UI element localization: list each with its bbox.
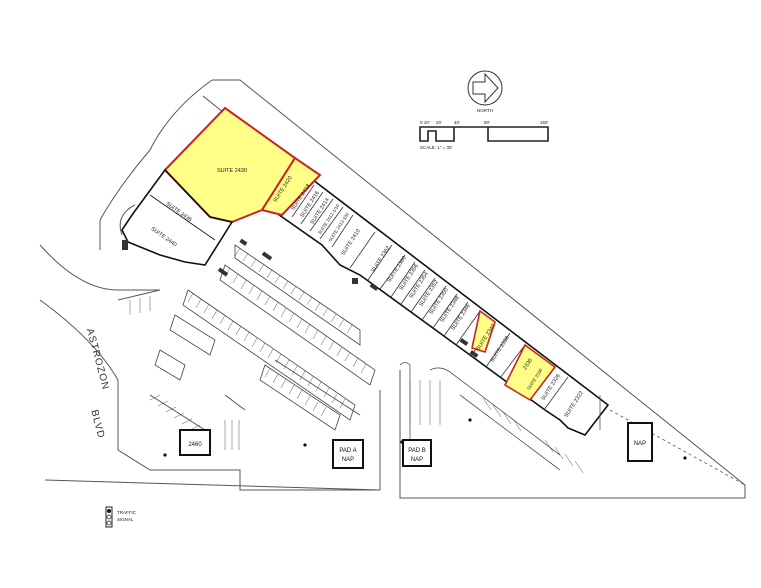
traffic-signal-icon [105, 506, 113, 528]
pad-b-label: PAD B [408, 448, 426, 454]
road-name-astrozon: ASTROZON [84, 327, 111, 391]
traffic-signal-marks [163, 418, 687, 460]
suite-2436-label: SUITE 2436 [165, 201, 193, 223]
scale-tick-4: 160' [540, 120, 549, 125]
north-label: NORTH [477, 108, 493, 113]
scale-tick-3: 80' [484, 120, 490, 125]
legend: TRAFFIC SIGNAL [105, 506, 137, 528]
highlight-suite-2340[interactable] [471, 309, 496, 353]
legend-line-2: SIGNAL [117, 517, 134, 522]
scale-bar: 0 10' 20' 40' 80' 160' SCALE: 1" = 30' [419, 120, 549, 150]
pad-nap-label: NAP [634, 441, 646, 447]
legend-line-1: TRAFFIC [117, 510, 137, 515]
pad-b[interactable]: PAD B NAP [402, 439, 432, 467]
site-markers [122, 238, 479, 358]
north-arrow-icon [472, 72, 499, 104]
scale-tick-2: 40' [454, 120, 460, 125]
pad-2460[interactable]: 2460 [179, 429, 211, 456]
building-2436-2440 [121, 168, 234, 266]
cul-de-sac-left [119, 204, 136, 236]
pad-nap[interactable]: NAP [627, 422, 653, 462]
suite-2336-label: 2336 [522, 358, 534, 372]
suite-2440-label: SUITE 2440 [150, 226, 178, 248]
road-name-blvd: BLVD [88, 409, 106, 440]
highlight-suite-2420[interactable] [260, 156, 322, 217]
highlight-suite-2336[interactable] [503, 343, 557, 402]
pad-a-label: PAD A [339, 448, 356, 454]
pad-2460-label: 2460 [188, 442, 202, 448]
scale-label: SCALE: 1" = 30' [420, 145, 452, 150]
pad-a[interactable]: PAD A NAP [332, 439, 364, 469]
scale-tick-1: 20' [436, 120, 442, 125]
scale-tick-0: 0 10' [420, 120, 430, 125]
parking-rows [149, 244, 376, 431]
pad-a-nap: NAP [342, 457, 354, 463]
north-arrow: NORTH [467, 70, 503, 113]
suite-2430-label: SUITE 2430 [217, 168, 247, 174]
pad-b-nap: NAP [411, 457, 423, 463]
